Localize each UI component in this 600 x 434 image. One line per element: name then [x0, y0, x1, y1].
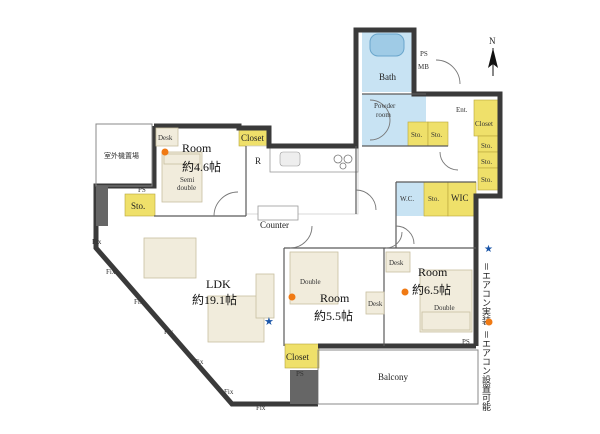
aircon-possible-room3-icon — [401, 288, 409, 296]
fix-label-2: Fix — [106, 268, 116, 276]
ldk-name: LDK — [206, 277, 231, 291]
r-mark-label: R — [255, 156, 261, 166]
sto-right-2-label: Sto. — [481, 158, 492, 166]
ps-right-label: PS — [462, 338, 470, 346]
fix-label-1: Fix — [92, 238, 102, 246]
fix-label-7: Fix — [256, 404, 266, 412]
wc-label: W.C. — [400, 195, 414, 203]
legend-dot-icon — [485, 318, 493, 326]
balcony-label: Balcony — [378, 372, 408, 382]
legend-installed-text: ＝エアコン実装 — [481, 262, 491, 326]
aircon-installed-ldk-icon: ★ — [264, 315, 274, 328]
legend-star-icon: ★ — [484, 244, 493, 255]
powder-label-2: room — [376, 111, 391, 119]
fix-label-3: Fix — [134, 298, 144, 306]
storage-wc — [423, 181, 449, 217]
sto-wc-label: Sto. — [428, 195, 439, 203]
closet-ent — [473, 99, 499, 137]
aircon-possible-room1-icon — [161, 148, 169, 156]
room1-size: 約4.6帖 — [182, 159, 221, 174]
outdoor-unit-label: 室外機置場 — [104, 151, 139, 160]
powder-label-1: Powder — [374, 102, 396, 110]
ps-left-label: PS — [138, 186, 146, 194]
fix-label-6: Fix — [224, 388, 234, 396]
fix-label-4: Fix — [164, 328, 174, 336]
room3-desk-label: Desk — [389, 259, 404, 267]
sto-right-3-label: Sto. — [481, 176, 492, 184]
counter-label: Counter — [260, 220, 289, 230]
room1-name: Room — [182, 141, 212, 155]
entrance-label: Ent. — [456, 106, 468, 114]
room1-closet-label: Closet — [241, 133, 265, 143]
fix-label-5: Fix — [194, 358, 204, 366]
sto-powder-label: Sto. — [411, 131, 422, 139]
north-arrow-icon: N — [488, 36, 498, 76]
bath-label: Bath — [379, 72, 396, 82]
ps-label-1: PS — [420, 50, 428, 58]
room2-name: Room — [320, 291, 350, 305]
sto-right-1-label: Sto. — [481, 142, 492, 150]
north-label: N — [489, 36, 496, 46]
aircon-possible-room2-icon — [288, 293, 296, 301]
aircon-markers: ★ — [161, 148, 409, 328]
legend: ★ ＝エアコン実装 ＝エアコン設置可能 — [481, 244, 493, 412]
room3-bed-label: Double — [434, 304, 455, 312]
ldk-size: 約19.1帖 — [192, 292, 237, 307]
door-swings — [213, 59, 461, 249]
room1-bed-label-1: Semi — [180, 176, 194, 184]
room2-size: 約5.5帖 — [314, 308, 353, 323]
room1-desk-label: Desk — [158, 134, 173, 142]
storage-left — [124, 193, 156, 217]
walk-in-closet — [447, 181, 477, 217]
room2-bed-label: Double — [300, 278, 321, 286]
room3-size: 約6.5帖 — [412, 282, 451, 297]
furniture — [143, 127, 473, 343]
interior-walls — [95, 93, 479, 405]
sto-left-label: Sto. — [131, 201, 145, 211]
room2-desk-label: Desk — [368, 300, 383, 308]
legend-possible-text: ＝エアコン設置可能 — [481, 330, 491, 412]
room-labels: Bath PS MB Powder room Ent. Closet Sto. … — [92, 50, 493, 412]
wic-label: WIC — [451, 193, 469, 203]
room3-name: Room — [418, 265, 448, 279]
closet-ent-label: Closet — [475, 120, 493, 128]
mb-label: MB — [418, 63, 429, 71]
room1-bed-label-2: double — [177, 184, 196, 192]
sto-ent-label: Sto. — [431, 131, 442, 139]
closet-bottom-label: Closet — [286, 352, 310, 362]
closet-bottom — [284, 343, 320, 369]
ps-bottom-label: PS — [296, 370, 304, 378]
